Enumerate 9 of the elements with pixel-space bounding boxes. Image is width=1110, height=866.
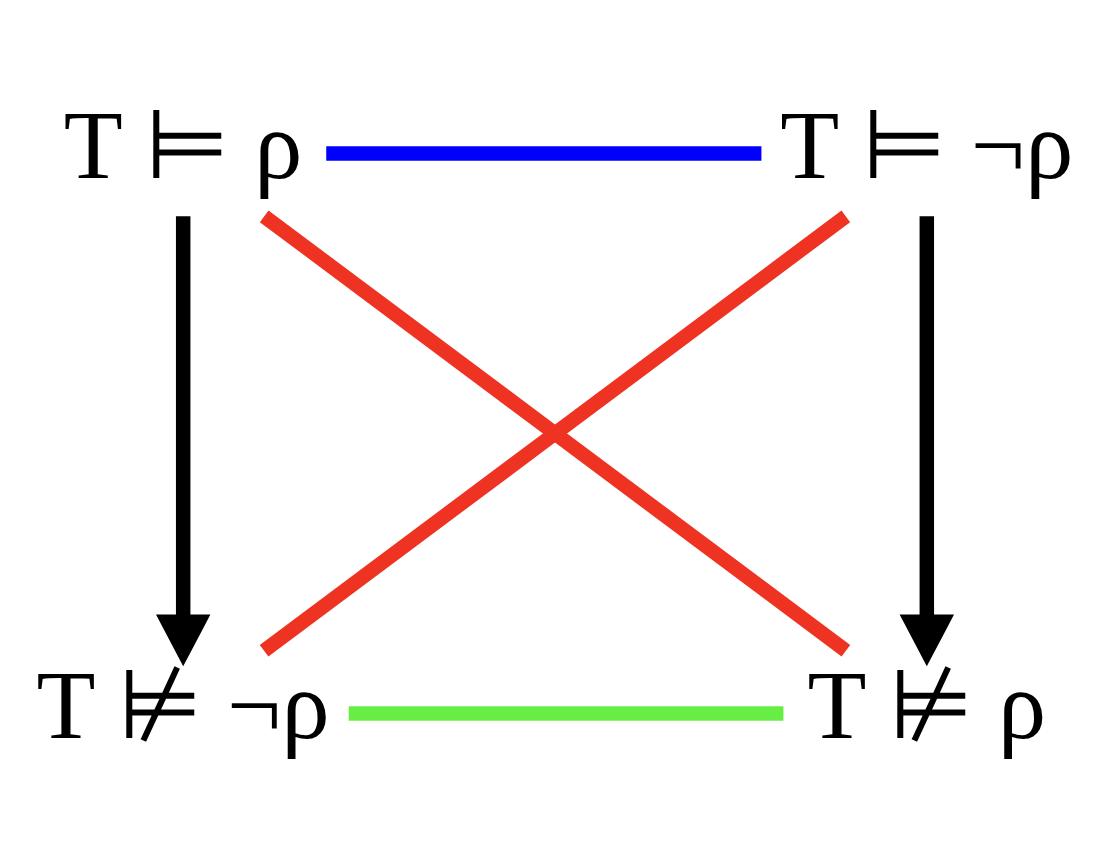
- node-text: T ⊨ ρ: [63, 91, 303, 199]
- node-text: T ⊨ ¬ρ: [780, 91, 1074, 199]
- connector: [259, 210, 851, 657]
- arrow: [899, 215, 954, 666]
- connector: [326, 145, 762, 161]
- arrow: [156, 215, 211, 666]
- node-text: T ⊭ ρ: [807, 651, 1047, 759]
- connector: [348, 705, 784, 721]
- node-text: T ⊭ ¬ρ: [36, 651, 330, 759]
